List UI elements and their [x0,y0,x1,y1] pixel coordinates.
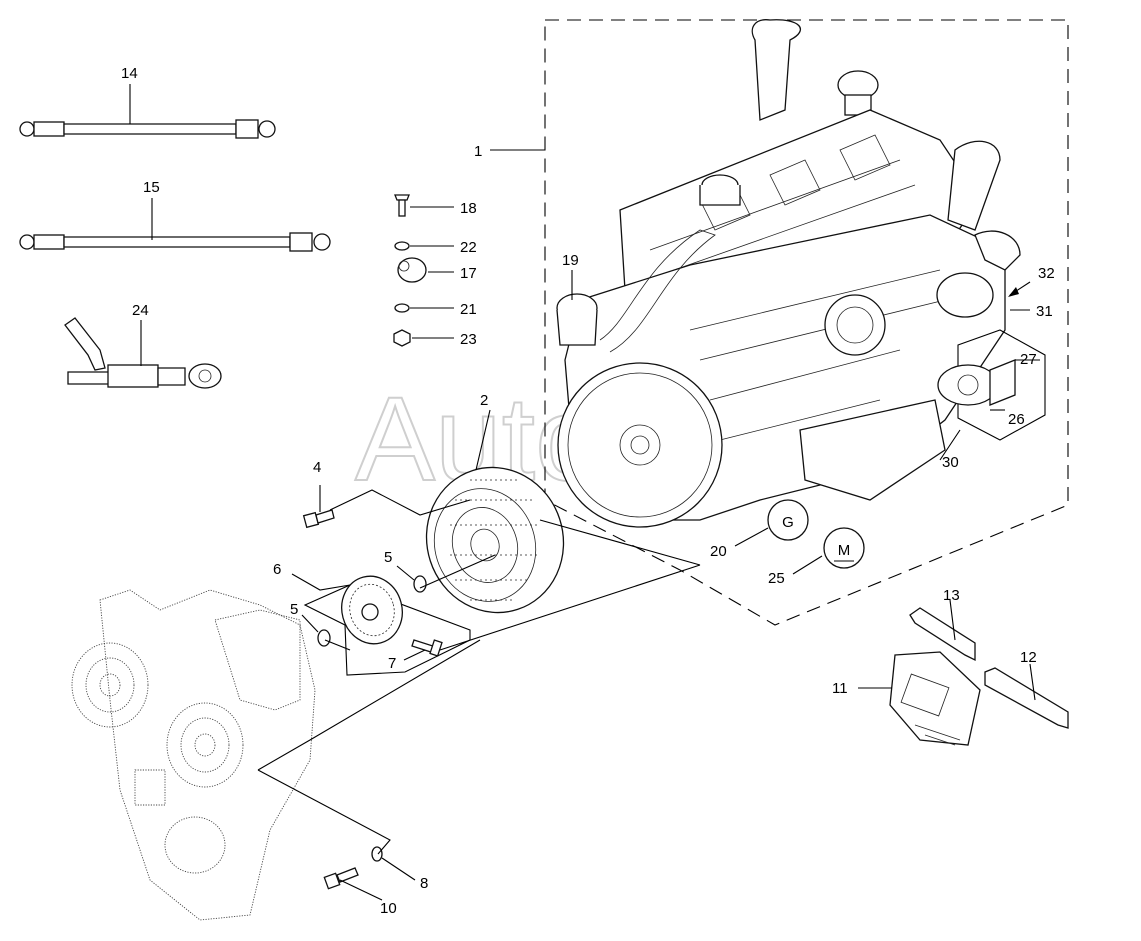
symbol-g: G [767,499,809,541]
symbol-m: M [823,527,865,569]
label-32: 32 [1038,265,1055,282]
label-26: 26 [1008,411,1025,428]
clamp-17[interactable] [397,257,427,283]
callout-lines [129,84,1040,901]
label-8: 8 [420,875,428,892]
ground-cable-24[interactable] [64,317,222,389]
label-25: 25 [768,570,785,587]
label-21: 21 [460,301,477,318]
starter-motor[interactable] [937,359,1016,406]
label-13: 13 [943,587,960,604]
label-20: 20 [710,543,727,560]
label-2: 2 [480,392,488,409]
label-5a: 5 [384,549,392,566]
nut-23[interactable] [393,329,411,347]
starter-motor-box [957,329,1046,441]
label-30: 30 [942,454,959,471]
label-24: 24 [132,302,149,319]
camshaft-gear[interactable] [334,569,410,650]
control-unit-11[interactable] [889,651,981,746]
washer-5b[interactable] [317,629,331,647]
battery-cable-14[interactable] [19,119,276,139]
label-10: 10 [380,900,397,917]
bolt-18[interactable] [394,194,410,217]
timing-cover-ghost [71,589,316,921]
washer-8[interactable] [371,846,383,862]
label-5b: 5 [290,601,298,618]
label-31: 31 [1036,303,1053,320]
bolt-10[interactable] [323,867,359,890]
washer-5a[interactable] [413,575,427,593]
label-27: 27 [1020,351,1037,368]
label-12: 12 [1020,649,1037,666]
svg-text:M: M [838,542,851,559]
bracket-12[interactable] [984,667,1069,729]
label-6: 6 [273,561,281,578]
label-14: 14 [121,65,138,82]
label-11: 11 [832,680,848,697]
battery-cable-15[interactable] [19,232,331,252]
label-4: 4 [313,459,321,476]
label-15: 15 [143,179,160,196]
bolt-4[interactable] [302,509,335,529]
label-22: 22 [460,239,477,256]
bolt-7[interactable] [411,639,443,657]
label-7: 7 [388,655,396,672]
svg-text:G: G [782,514,794,531]
washer-22[interactable] [394,241,410,251]
label-18: 18 [460,200,477,217]
washer-21[interactable] [394,303,410,313]
label-23: 23 [460,331,477,348]
label-19: 19 [562,252,579,269]
label-17: 17 [460,265,477,282]
part-labels: 14 15 24 18 22 17 21 23 1 19 2 4 6 5 5 7… [121,65,1055,917]
label-1: 1 [474,143,482,160]
bracket-13[interactable] [909,607,976,662]
engine-block[interactable] [556,19,1021,528]
